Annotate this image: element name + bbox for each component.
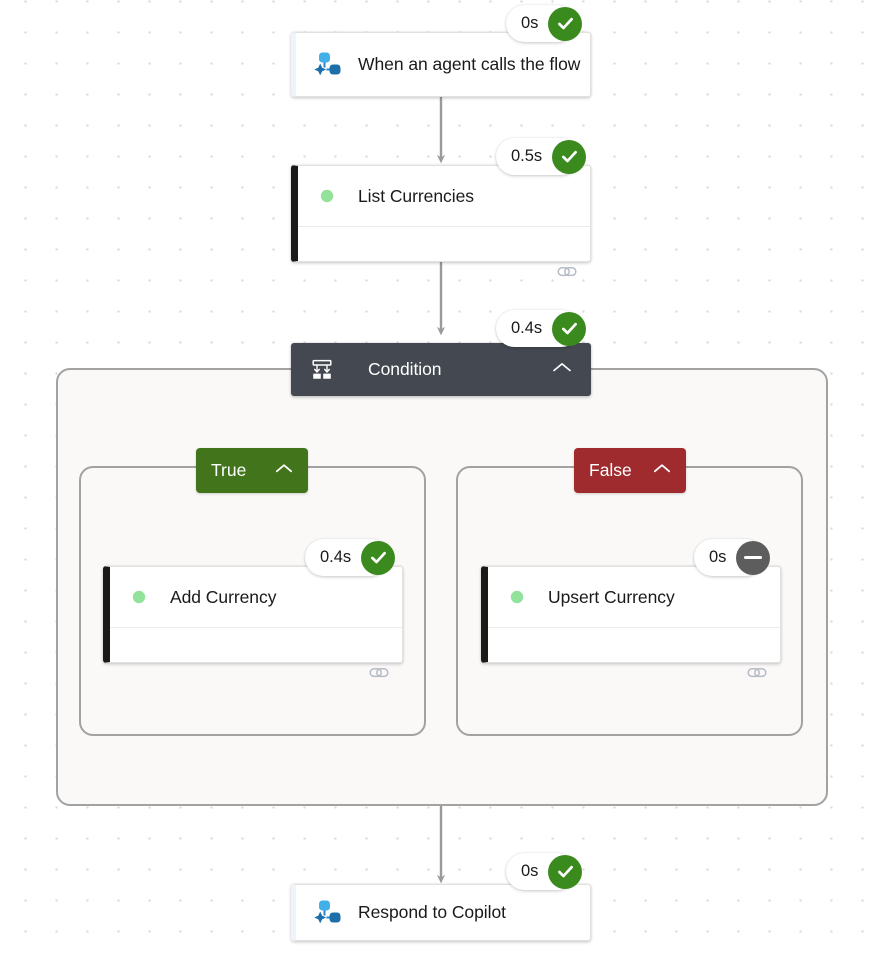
duration-label: 0.4s [320, 548, 352, 566]
duration-label: 0s [709, 548, 727, 566]
duration-label: 0s [521, 14, 539, 32]
dataverse-icon [500, 580, 534, 614]
dataverse-icon [122, 580, 156, 614]
node-title: Upsert Currency [548, 586, 675, 607]
node-title: Respond to Copilot [358, 902, 506, 923]
node-title: Condition [368, 359, 442, 379]
chevron-up-icon[interactable] [274, 462, 294, 480]
check-icon [552, 139, 587, 174]
chevron-up-icon[interactable] [551, 360, 573, 379]
node-upsert-currency[interactable]: Upsert Currency [481, 566, 781, 678]
status-badge-trigger[interactable]: 0s [506, 5, 583, 42]
branch-label-text: True [211, 460, 247, 480]
branch-label-true[interactable]: True [196, 448, 308, 493]
node-title: List Currencies [358, 185, 474, 206]
copilot-flow-icon [310, 48, 344, 82]
check-icon [548, 6, 583, 41]
duration-label: 0.4s [511, 319, 543, 337]
copilot-flow-icon [310, 896, 344, 930]
branch-label-false[interactable]: False [574, 448, 686, 493]
minus-bar [744, 555, 763, 560]
node-when-an-agent-calls-the-flow[interactable]: When an agent calls the flow [291, 32, 591, 97]
node-condition[interactable]: Condition [291, 343, 591, 396]
status-badge-condition[interactable]: 0.4s [496, 310, 587, 347]
node-respond-to-copilot[interactable]: Respond to Copilot [291, 884, 591, 941]
node-list-currencies[interactable]: List Currencies [291, 165, 591, 277]
check-icon [361, 540, 396, 575]
duration-label: 0s [521, 862, 539, 880]
node-title: Add Currency [170, 586, 277, 607]
check-icon [548, 854, 583, 889]
link-icon[interactable] [556, 261, 578, 288]
branch-label-text: False [589, 460, 632, 480]
link-icon[interactable] [746, 662, 768, 689]
status-badge-upsert-currency[interactable]: 0s [694, 539, 771, 576]
status-badge-respond[interactable]: 0s [506, 853, 583, 890]
minus-icon [736, 540, 771, 575]
link-icon[interactable] [368, 662, 390, 689]
check-icon [552, 311, 587, 346]
status-badge-list-currencies[interactable]: 0.5s [496, 138, 587, 175]
duration-label: 0.5s [511, 147, 543, 165]
node-title: When an agent calls the flow [358, 54, 581, 75]
node-add-currency[interactable]: Add Currency [103, 566, 403, 678]
dataverse-icon [310, 179, 344, 213]
condition-branch-icon [310, 358, 334, 382]
chevron-up-icon[interactable] [652, 462, 672, 480]
status-badge-add-currency[interactable]: 0.4s [305, 539, 396, 576]
